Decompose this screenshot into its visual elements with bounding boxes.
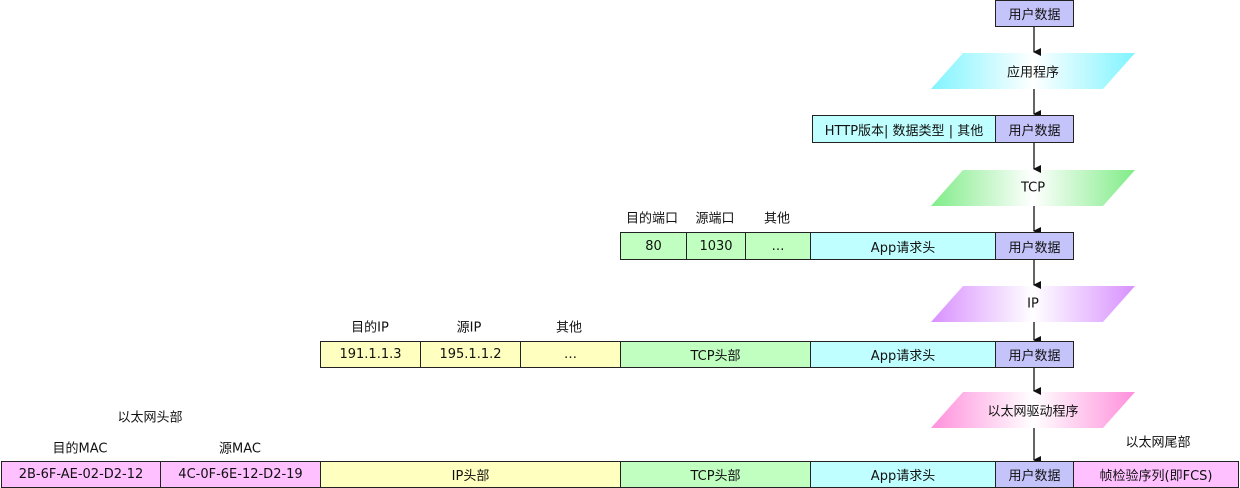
eth-header-label: 以太网头部 xyxy=(117,410,183,426)
dest-port-cell: 80 xyxy=(620,232,687,260)
ip-layer-label: IP xyxy=(1027,296,1039,312)
dest-mac-label: 目的MAC xyxy=(52,441,108,457)
src-port-cell: 1030 xyxy=(686,232,746,260)
app-header-cell: App请求头 xyxy=(810,341,996,368)
eth-trailer-label: 以太网尾部 xyxy=(1125,435,1191,451)
user-data-cell: 用户数据 xyxy=(995,461,1074,488)
eth-layer-shape xyxy=(931,392,1135,428)
tcp-header-cell: TCP头部 xyxy=(620,461,811,488)
dest-ip-label: 目的IP xyxy=(351,320,389,336)
app-layer-shape xyxy=(931,53,1135,89)
app-header-cell: App请求头 xyxy=(810,232,996,260)
app-header-cell: App请求头 xyxy=(810,461,996,488)
ip-layer-shape xyxy=(931,286,1135,322)
tcp-header-cell: TCP头部 xyxy=(620,341,811,368)
http-header-cell: HTTP版本| 数据类型 | 其他 xyxy=(812,115,996,143)
app-layer-label: 应用程序 xyxy=(1006,65,1060,81)
src-ip-label: 源IP xyxy=(456,320,482,336)
src-port-label: 源端口 xyxy=(695,211,735,227)
user-data-cell: 用户数据 xyxy=(995,0,1074,27)
other-cell: … xyxy=(745,232,811,260)
src-ip-cell: 195.1.1.2 xyxy=(420,341,521,368)
user-data-cell: 用户数据 xyxy=(995,115,1074,143)
src-mac-label: 源MAC xyxy=(219,441,261,457)
user-data-cell: 用户数据 xyxy=(995,341,1074,368)
tcp-layer-label: TCP xyxy=(1020,180,1046,196)
dest-ip-cell: 191.1.1.3 xyxy=(320,341,421,368)
other-label: 其他 xyxy=(555,320,583,336)
dest-mac-cell: 2B-6F-AE-02-D2-12 xyxy=(1,461,161,488)
user-data-cell: 用户数据 xyxy=(995,232,1074,260)
fcs-cell: 帧检验序列(即FCS) xyxy=(1073,461,1239,488)
ip-header-cell: IP头部 xyxy=(320,461,621,488)
src-mac-cell: 4C-0F-6E-12-D2-19 xyxy=(160,461,321,488)
tcp-layer-shape xyxy=(931,170,1135,206)
other-cell: … xyxy=(520,341,621,368)
other-label: 其他 xyxy=(763,211,791,227)
dest-port-label: 目的端口 xyxy=(625,211,679,227)
eth-layer-label: 以太网驱动程序 xyxy=(987,404,1079,420)
